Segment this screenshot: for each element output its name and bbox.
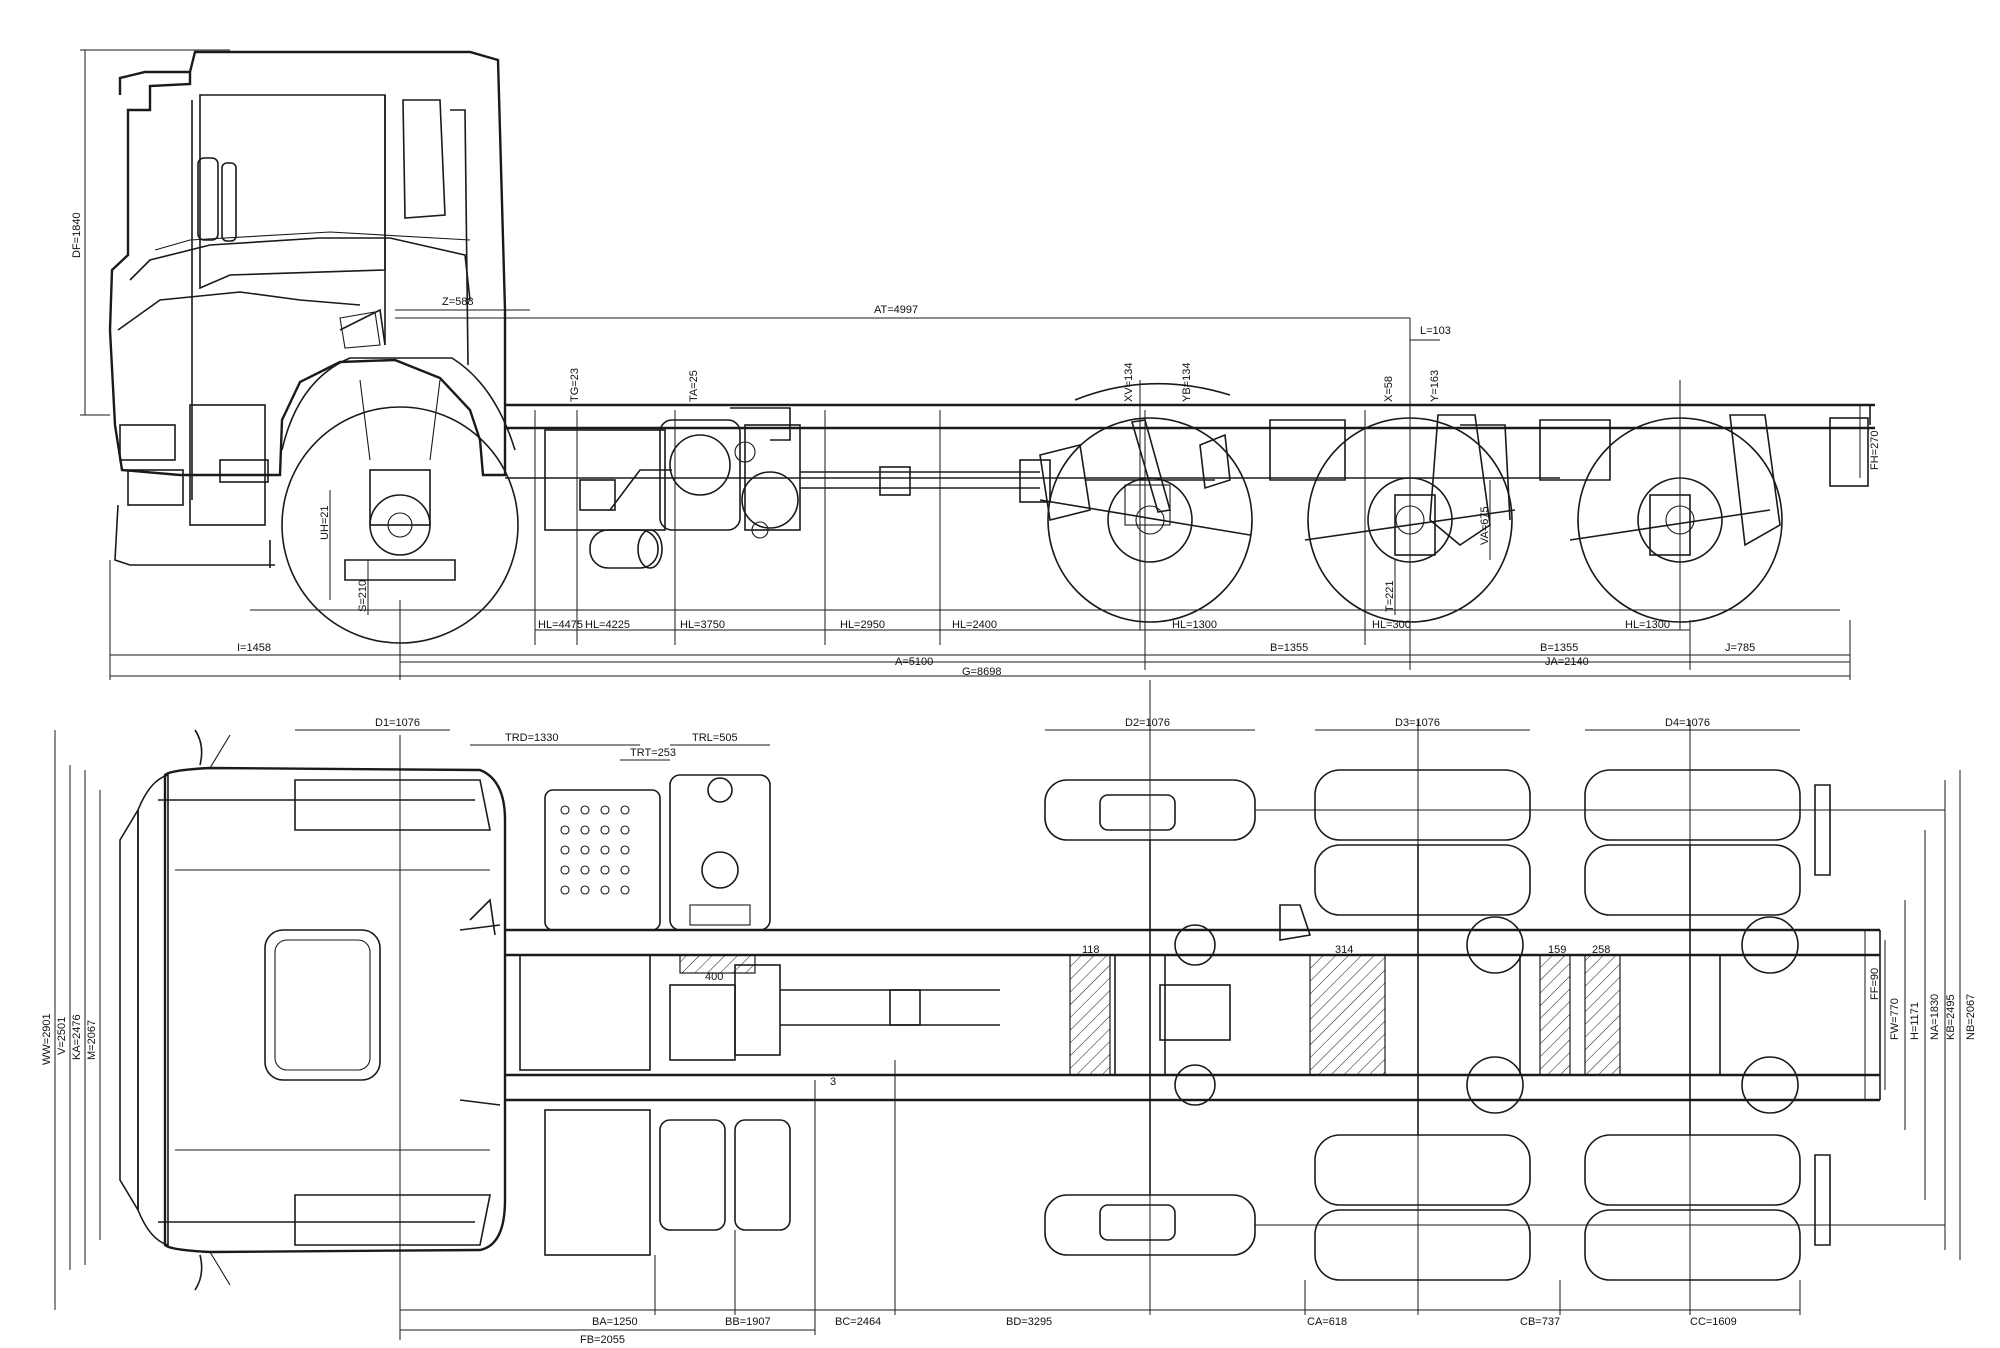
dim-label-258: 258 (1592, 944, 1610, 956)
dim-label-HL2950: HL=2950 (840, 619, 885, 631)
dim-label-DF: DF=1840 (71, 212, 83, 258)
engine-area-top (459, 924, 1000, 1106)
dim-label-HL1300b: HL=1300 (1625, 619, 1670, 631)
dim-label-TRL: TRL=505 (692, 732, 738, 744)
fuel-tank-top (669, 774, 771, 931)
dim-label-KB: KB=2495 (1945, 994, 1957, 1040)
top-dimension-labels: D1=1076 TRD=1330 TRL=505 TRT=253 D2=1076… (41, 717, 1977, 1346)
dim-label-FH: FH=270 (1869, 431, 1881, 470)
dim-label-JA: JA=2140 (1545, 656, 1589, 668)
drive-wheel-4 (1539, 414, 1783, 623)
exhaust-muffler (589, 469, 672, 569)
dim-label-BB: BB=1907 (725, 1316, 771, 1328)
dim-label-HL2400: HL=2400 (952, 619, 997, 631)
dim-label-A: A=5100 (895, 656, 933, 668)
dim-label-D3: D3=1076 (1395, 717, 1440, 729)
axle-4-top (1539, 769, 1831, 1281)
dim-label-FB: FB=2055 (580, 1334, 625, 1346)
exhaust-and-filters-top (469, 898, 791, 1256)
dim-label-FF: FF=90 (1869, 968, 1881, 1000)
dim-label-FW: FW=770 (1889, 998, 1901, 1040)
dim-label-400: 400 (705, 971, 723, 983)
dim-label-I: I=1458 (237, 642, 271, 654)
dim-label-AT: AT=4997 (874, 304, 918, 316)
dim-label-CC: CC=1609 (1690, 1316, 1737, 1328)
dim-label-118: 118 (1082, 944, 1100, 956)
cab-top-outline (119, 729, 507, 1291)
dim-label-BC: BC=2464 (835, 1316, 881, 1328)
dim-label-M: M=2067 (86, 1020, 98, 1060)
dim-label-VA: VA=675 (1479, 506, 1491, 545)
dim-label-S: S=210 (357, 580, 369, 612)
dim-label-D4: D4=1076 (1665, 717, 1710, 729)
dim-label-NB: NB=2067 (1965, 994, 1977, 1040)
dim-label-B1: B=1355 (1270, 642, 1308, 654)
dim-label-X: X=58 (1383, 376, 1395, 402)
side-dimension-lines (80, 49, 1861, 680)
drive-wheel-2 (1039, 382, 1253, 623)
dim-label-BD: BD=3295 (1006, 1316, 1052, 1328)
dim-label-H: H=1171 (1909, 1002, 1921, 1040)
dim-label-Y: Y=163 (1429, 370, 1441, 402)
propeller-shaft (800, 459, 1051, 503)
dim-label-HL4225: HL=4225 (585, 619, 630, 631)
axle-3-top (1279, 769, 1531, 1281)
battery-box (544, 429, 666, 531)
side-dimension-labels: DF=1840 Z=588 AT=4997 L=103 TG=23 TA=25 … (71, 212, 1881, 678)
dim-label-T: T=221 (1384, 581, 1396, 613)
dim-label-3: 3 (830, 1076, 836, 1088)
dim-label-HL4475: HL=4475 (538, 619, 583, 631)
dim-label-L: L=103 (1420, 325, 1451, 337)
dim-label-TRD: TRD=1330 (505, 732, 559, 744)
dim-label-HL300: HL=300 (1372, 619, 1411, 631)
dim-label-TG: TG=23 (569, 368, 581, 402)
dim-label-HL1300a: HL=1300 (1172, 619, 1217, 631)
dim-label-YB: YB=134 (1181, 363, 1193, 402)
side-view: DF=1840 Z=588 AT=4997 L=103 TG=23 TA=25 … (71, 49, 1881, 680)
dim-label-Z: Z=588 (442, 296, 474, 308)
dim-label-CA: CA=618 (1307, 1316, 1347, 1328)
dim-label-HL3750: HL=3750 (680, 619, 725, 631)
dim-label-WW: WW=2901 (41, 1013, 53, 1065)
dim-label-159: 159 (1548, 944, 1566, 956)
dim-label-UH: UH=21 (319, 505, 331, 540)
dim-label-CB: CB=737 (1520, 1316, 1560, 1328)
fuel-filter-and-air-tanks (659, 407, 801, 539)
dim-label-NA: NA=1830 (1929, 994, 1941, 1040)
dim-label-XV: XV=134 (1123, 363, 1135, 402)
battery-top (544, 789, 661, 931)
frame-rail (505, 403, 1875, 487)
dim-label-B2: B=1355 (1540, 642, 1578, 654)
front-wheel (281, 357, 519, 644)
top-view: D1=1076 TRD=1330 TRL=505 TRT=253 D2=1076… (41, 680, 1977, 1346)
dim-label-G: G=8698 (962, 666, 1001, 678)
dim-label-V: V=2501 (56, 1017, 68, 1055)
top-dimension-lines (54, 680, 1961, 1340)
dim-label-BA: BA=1250 (592, 1316, 638, 1328)
dim-label-D2: D2=1076 (1125, 717, 1170, 729)
cab-outline (108, 50, 507, 568)
dim-label-TA: TA=25 (688, 370, 700, 402)
dim-label-314: 314 (1335, 944, 1353, 956)
dim-label-J: J=785 (1725, 642, 1755, 654)
dim-label-TRT: TRT=253 (630, 747, 676, 759)
dim-label-D1: D1=1076 (375, 717, 420, 729)
dim-label-KA: KA=2476 (71, 1014, 83, 1060)
